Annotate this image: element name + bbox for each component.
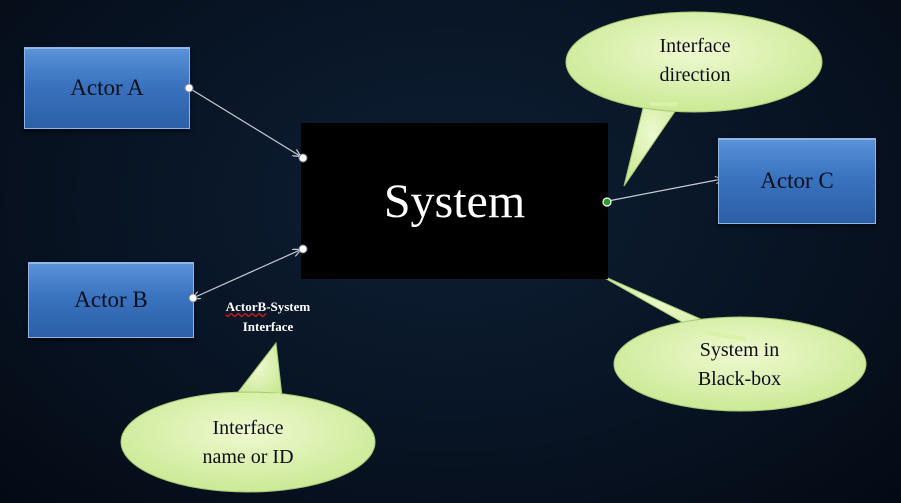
actor-b-label: Actor B [74, 287, 148, 312]
callout-interface-name-text: Interface name or ID [130, 414, 366, 472]
callout-direction-line2: direction [659, 64, 731, 86]
system-label: System [383, 174, 526, 228]
interface-label-suffix: -System [266, 299, 311, 314]
callout-system-blackbox-bubble [613, 316, 867, 412]
connector-actor-a-to-system [188, 87, 300, 156]
callout-direction-line1: Interface [659, 35, 731, 57]
actor-a-box: Actor A [24, 47, 190, 129]
callout-name-line2: name or ID [202, 446, 294, 468]
callout-interface-name-bubble [120, 391, 376, 493]
actor-a-label: Actor A [70, 75, 144, 100]
callout-name-line1: Interface [212, 417, 284, 439]
connector-system-to-actor-c [607, 179, 722, 202]
connector-actor-b-system [193, 250, 300, 298]
callout-blackbox-line2: Black-box [697, 368, 782, 390]
callout-interface-direction [623, 99, 681, 187]
actor-c-label: Actor C [760, 168, 834, 193]
interface-label-line2: Interface [242, 319, 294, 334]
callout-interface-name [230, 341, 283, 401]
callout-system-blackbox-text: System in Black-box [622, 336, 857, 394]
actor-c-box: Actor C [718, 138, 876, 224]
callout-seam [707, 331, 747, 341]
callout-blackbox-line1: System in [699, 339, 780, 361]
interface-name-label: ActorB-System Interface [204, 297, 332, 337]
interface-label-prefix: ActorB [225, 299, 267, 314]
actor-b-box: Actor B [28, 262, 194, 338]
system-box: System [301, 123, 608, 279]
callout-interface-direction-text: Interface direction [600, 32, 790, 90]
callout-seam [235, 393, 281, 399]
callout-interface-direction-bubble [565, 11, 823, 113]
